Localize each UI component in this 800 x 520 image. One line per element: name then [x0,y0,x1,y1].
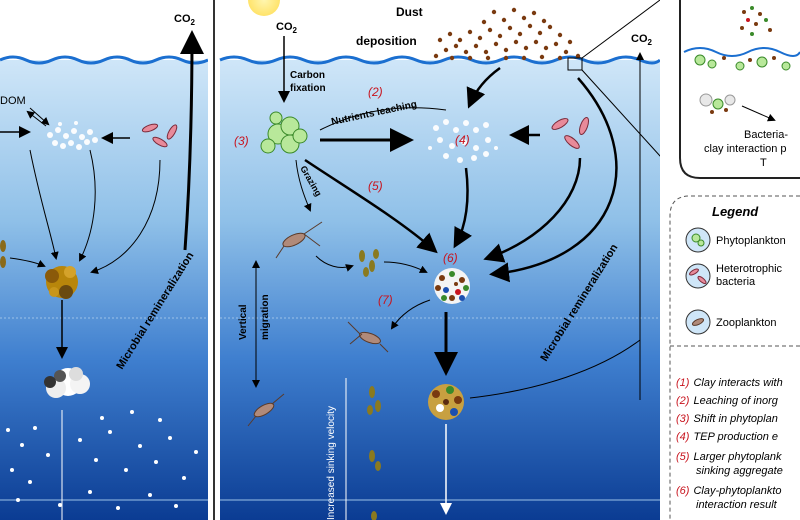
marker-6: (6) [443,251,458,265]
vertical-migration-label-2: migration [260,294,271,340]
left-co2-label: CO2 [174,13,196,27]
grazing-arrow [295,159,312,212]
left-phyto-to-agg [9,257,46,268]
legend-title: Legend [712,204,759,219]
left-panel: CO2 DOM Microb [0,13,209,520]
center-phytoplankton [260,111,308,154]
marker-7: (7) [378,293,393,307]
marker-5: (5) [368,179,383,193]
sinking-pellets [367,386,381,520]
dust-pile [433,7,581,61]
clay-phyto-aggregate [434,268,470,304]
center-wave [219,55,662,65]
legend-bacteria-label-1: Heterotrophic [716,263,783,275]
sun-icon [248,0,280,16]
sinking-velocity-label: Increased sinking velocity [326,406,337,520]
deep-aggregate [428,384,464,420]
fecal-pellets [359,249,379,277]
inset-arrow [741,105,776,122]
inset-frame [679,0,800,179]
zoom-line-1 [581,0,661,59]
marker-2: (2) [368,85,383,99]
step-3: (3)Shift in phytoplan [676,413,778,425]
inset-panel: Bacteria- clay interaction p T [679,0,800,179]
inset-wave [683,47,800,57]
zoom-box [567,57,583,71]
inset-particles [694,6,791,114]
center-panel: CO2 Carbon fixation Dust deposition CO2 … [219,0,681,520]
dom-arrow-2 [26,110,47,127]
step-5: (5)Larger phytoplank [676,451,782,463]
dust-to-aggregate-arrow [489,77,618,283]
phyto-to-aggregate-arrow [304,158,438,254]
zooplankton-3 [247,393,285,427]
zooplankton-2 [347,321,389,353]
marker-3: (3) [234,134,249,148]
left-wave [0,55,209,65]
remineralization-curve [469,339,641,399]
vertical-migration-label-1: Vertical [238,304,249,340]
step-6-line-2: interaction result [696,499,778,511]
left-co2-arrow [179,30,204,251]
legend-bacteria-icon [685,263,711,289]
center-bacteria [551,116,590,149]
marker-4: (4) [455,133,470,147]
legend-frame [669,195,800,520]
dom-arrow-1 [29,107,50,126]
dust-label-2: deposition [356,34,417,48]
dust-label-1: Dust [396,5,423,19]
carbon-fixation-label-1: Carbon [290,70,325,81]
zoo-to-pellets-arrow [315,255,354,272]
step-6: (6)Clay-phytoplankto [676,485,782,497]
aggregate-to-zoo-arrow [390,299,431,330]
tep-to-aggregate-arrow [453,167,473,249]
center-zooplankton [275,221,323,259]
step-4: (4)TEP production e [676,431,778,443]
inset-text-3: T [760,157,767,169]
pellets-to-aggregate-arrow [383,261,428,273]
step-1: (1)Clay interacts with [676,377,783,389]
left-white-aggregate [44,367,90,398]
nutrients-leaching-curve [319,107,447,131]
step-5-line-2: sinking aggregate [696,465,783,477]
left-arrow-down [29,149,59,260]
legend-bacteria-label-2: bacteria [716,276,756,288]
left-tep-to-agg [79,149,96,262]
carbon-fixation-label-2: fixation [290,83,326,94]
left-snow-particles [6,410,198,510]
bacteria-to-aggregate-arrow [483,157,582,263]
left-tep-cloud [47,121,98,150]
inset-text-2: clay interaction p [704,143,787,155]
legend-zoo-label: Zooplankton [716,317,777,329]
center-tep-cloud [428,119,498,163]
left-dom-label: DOM [0,95,26,107]
left-bacteria-to-agg [90,159,161,275]
center-co2-label: CO2 [276,21,298,35]
left-aggregate [45,266,78,299]
left-phyto-cells [0,240,6,268]
step-2: (2)Leaching of inorg [676,395,779,407]
inset-text-1: Bacteria- [744,129,788,141]
left-bacteria [141,123,178,148]
dust-to-tep-arrow [466,66,501,109]
legend-phyto-label: Phytoplankton [716,235,786,247]
legend: Legend Phytoplankton Heterotrophic bacte… [669,195,800,520]
right-co2-label: CO2 [631,33,653,47]
